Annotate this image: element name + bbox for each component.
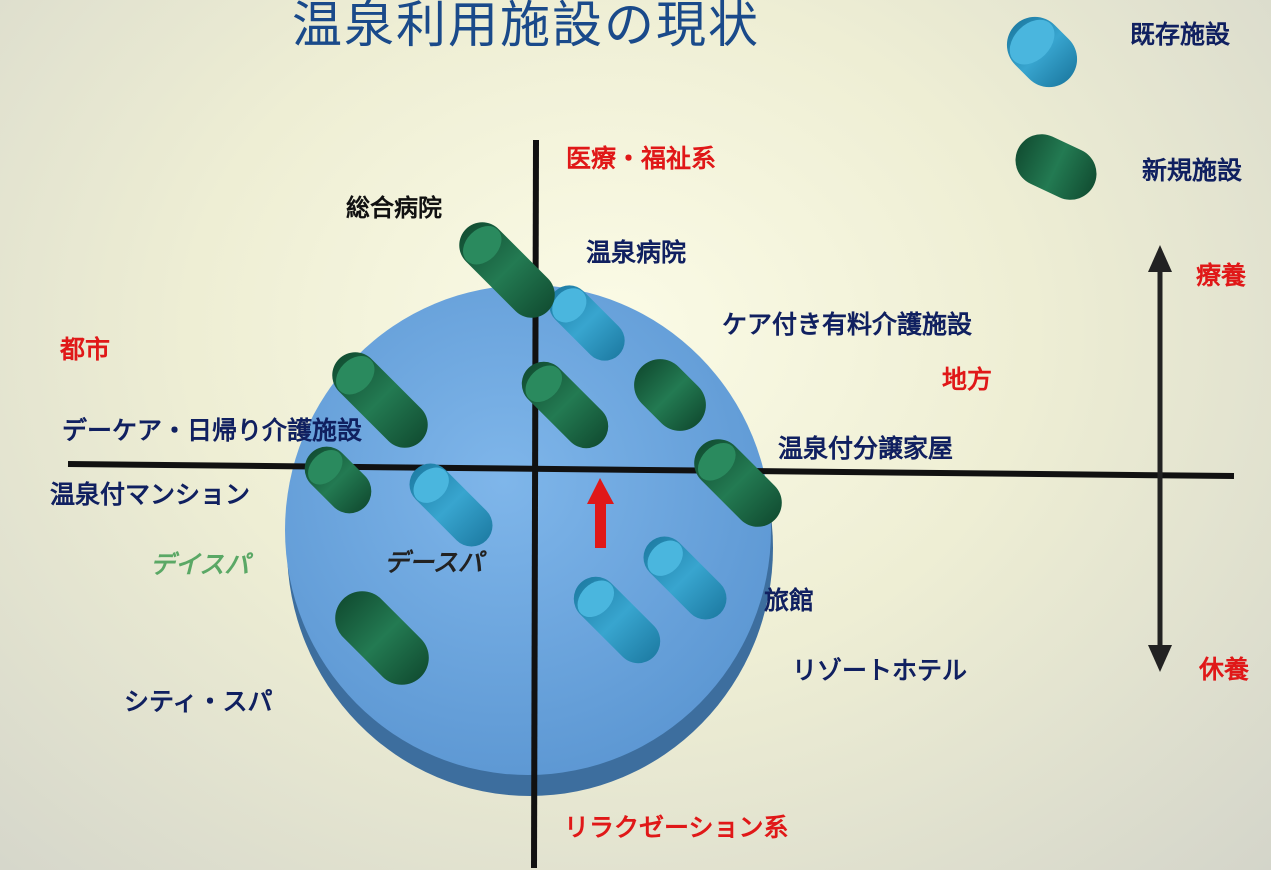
label-city-spa: シティ・スパ: [124, 687, 273, 716]
scale-label-bottom: 休養: [1199, 655, 1250, 684]
label-onsen-house: 温泉付分譲家屋: [778, 434, 954, 463]
vertical-axis: [531, 139, 539, 869]
label-onsen-mansion: 温泉付マンション: [50, 480, 251, 509]
legend-existing-label: 既存施設: [1130, 20, 1231, 49]
existing-facility-marker: [409, 463, 493, 547]
scale-arrow: [1148, 245, 1172, 672]
new-facility-marker: [459, 222, 555, 318]
label-ryokan: 旅館: [764, 586, 815, 615]
horizontal-axis: [67, 461, 1235, 479]
axis-label-bottom: リラクゼーション系: [564, 813, 789, 842]
new-facility-marker: [335, 591, 429, 685]
label-day-spa: デースパ: [384, 548, 483, 577]
label-onsen-hospital: 温泉病院: [586, 238, 687, 267]
axis-label-right: 地方: [942, 365, 993, 394]
existing-facility-marker: [573, 576, 661, 664]
scale-label-top: 療養: [1196, 261, 1247, 290]
axis-label-left: 都市: [60, 335, 111, 364]
legend-new-marker: [1015, 134, 1097, 200]
label-day-spa-jp: デイスパ: [150, 550, 250, 579]
legend-existing-marker: [1006, 16, 1078, 88]
label-resort-hotel: リゾートホテル: [792, 656, 968, 685]
legend-new-label: 新規施設: [1142, 156, 1243, 185]
new-facility-marker: [634, 359, 706, 431]
label-care-home: ケア付き有料介護施設: [722, 310, 973, 339]
new-facility-marker: [332, 352, 428, 448]
new-facility-marker: [521, 361, 609, 449]
existing-facility-marker: [549, 285, 625, 361]
axis-label-top: 医療・福祉系: [566, 144, 717, 173]
new-facility-marker: [304, 446, 372, 514]
trend-arrow: [587, 478, 614, 548]
label-general-hospital: 総合病院: [346, 194, 442, 222]
page-title: 温泉利用施設の現状: [292, 0, 760, 54]
label-day-care: デーケア・日帰り介護施設: [62, 416, 363, 445]
new-facility-marker: [694, 439, 782, 527]
